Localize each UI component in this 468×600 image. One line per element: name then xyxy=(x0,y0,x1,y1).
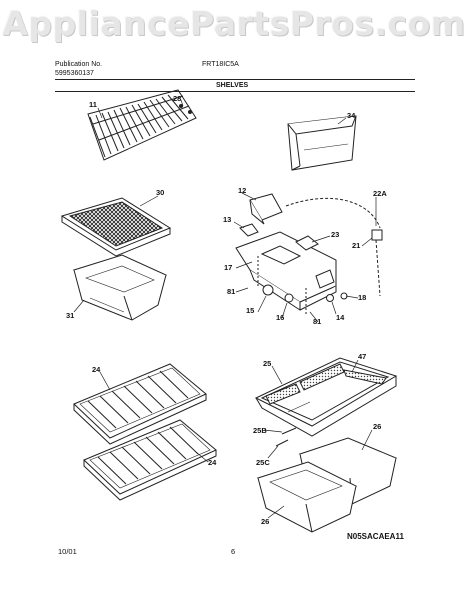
callout-47: 47 xyxy=(358,352,366,361)
watermark-logo: AppliancePartsPros.com xyxy=(2,4,466,43)
wire-shelf-24-upper xyxy=(73,363,207,445)
glass-shelf-25 xyxy=(254,357,398,447)
callout-24-lower: 24 xyxy=(208,458,217,467)
callout-25c: 25C xyxy=(256,458,270,467)
callout-14: 14 xyxy=(336,313,345,322)
wire-shelf-11 xyxy=(87,89,197,161)
callout-26-right: 26 xyxy=(373,422,381,431)
callout-16: 16 xyxy=(276,313,284,322)
callout-22a: 22A xyxy=(373,189,387,198)
model-number: FRT18IC5A xyxy=(202,61,239,68)
control-assembly xyxy=(235,193,383,316)
drawing-code: N05SACAEA11 xyxy=(347,532,404,541)
crisper-cover-30 xyxy=(60,197,172,257)
callout-24-upper: 24 xyxy=(92,365,101,374)
callout-81-right: 81 xyxy=(313,317,321,326)
pan-34 xyxy=(287,115,357,171)
callout-18: 18 xyxy=(358,293,366,302)
callout-23: 23 xyxy=(331,230,339,239)
callout-13: 13 xyxy=(223,215,231,224)
callout-11: 11 xyxy=(89,100,97,109)
section-title: SHELVES xyxy=(216,82,249,89)
callout-34: 34 xyxy=(347,111,356,120)
callout-26-left: 26 xyxy=(261,517,269,526)
callout-12: 12 xyxy=(238,186,246,195)
header-rule-bottom xyxy=(55,91,415,92)
crisper-26-pair xyxy=(256,437,398,533)
callout-30: 30 xyxy=(156,188,164,197)
wire-shelf-24-lower xyxy=(83,419,217,501)
callout-28: 28 xyxy=(173,94,181,103)
callout-21: 21 xyxy=(352,241,360,250)
callout-81-left: 81 xyxy=(227,287,235,296)
publication-label: Publication No. xyxy=(55,61,103,68)
publication-number: 5995360137 xyxy=(55,70,94,77)
callout-31: 31 xyxy=(66,311,74,320)
callout-15: 15 xyxy=(246,306,254,315)
footer-date: 10/01 xyxy=(58,547,77,556)
callout-17: 17 xyxy=(224,263,232,272)
callout-25: 25 xyxy=(263,359,271,368)
crisper-31 xyxy=(72,254,168,321)
footer-page-number: 6 xyxy=(231,547,236,556)
leader-lines xyxy=(73,99,377,519)
header-rule-top xyxy=(55,79,415,80)
callout-25b: 25B xyxy=(253,426,267,435)
